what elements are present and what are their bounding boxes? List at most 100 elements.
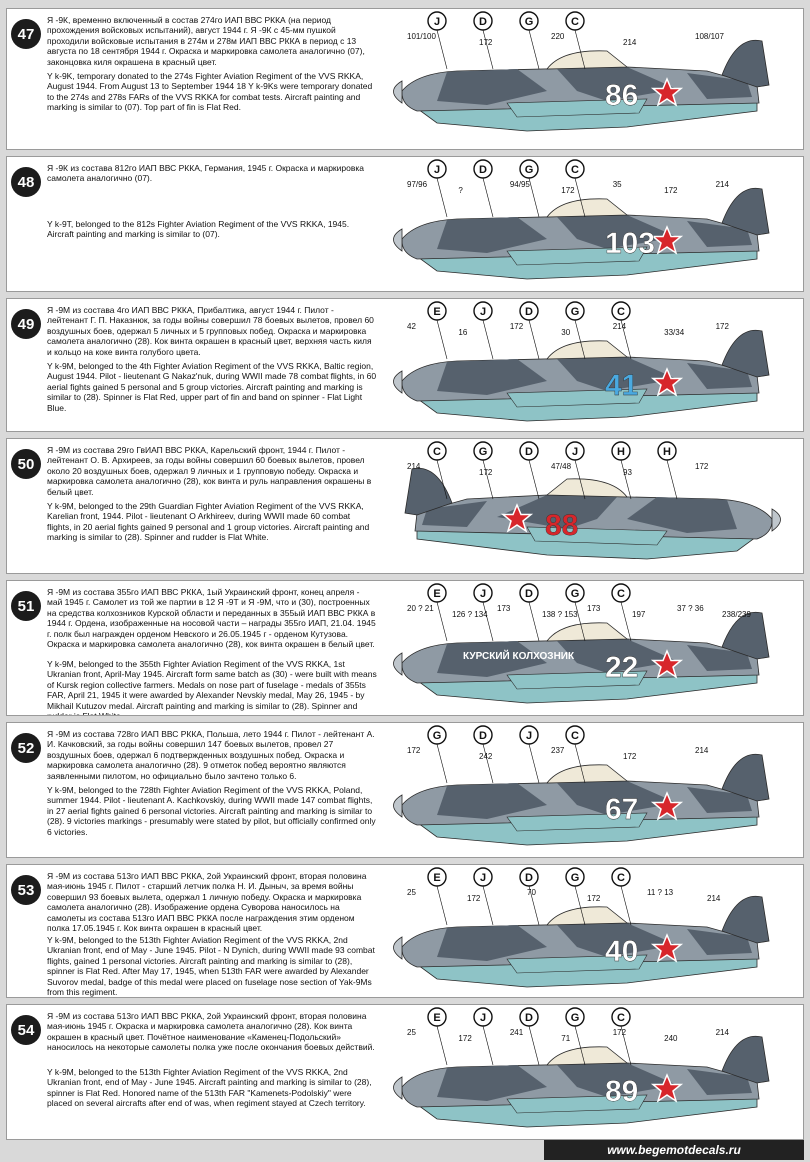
callout-circle: C <box>611 583 632 642</box>
callout-circle: D <box>473 159 494 218</box>
callout-letter: D <box>479 164 487 176</box>
profile-number-badge: 51 <box>11 591 41 621</box>
profile-number-badge: 52 <box>11 733 41 763</box>
description-russian: Я -9М из состава 355го ИАП ВВС РККА, 1ый… <box>47 587 376 650</box>
callout-letter: G <box>525 16 534 28</box>
callout-circle: G <box>519 159 540 218</box>
paint-reference-label: 11 ? 13 <box>647 888 674 897</box>
callout-circle: C <box>565 11 586 70</box>
paint-reference-label: 237 <box>551 746 565 755</box>
paint-reference-label: 214 <box>707 894 721 903</box>
callout-letter: C <box>617 588 625 600</box>
callout-letter: H <box>617 446 625 458</box>
callout-circle: J <box>473 1007 494 1066</box>
fuselage-inscription: КУРСКИЙ КОЛХОЗНИК <box>463 649 575 662</box>
callout-letter: C <box>617 1012 625 1024</box>
callout-circle: J <box>427 11 448 70</box>
callout-letter: E <box>433 1012 440 1024</box>
callout-letter: J <box>572 446 578 458</box>
callout-letter: G <box>525 164 534 176</box>
paint-reference-label: 25 <box>407 1028 416 1037</box>
paint-reference-label: 214 <box>716 180 730 189</box>
paint-reference-label: 35 <box>613 180 622 189</box>
paint-reference-label: 93 <box>623 468 632 477</box>
paint-reference-label: 220 <box>551 32 565 41</box>
tactical-number: 89 <box>605 1075 638 1108</box>
callout-circle: C <box>611 1007 632 1066</box>
paint-reference-label: 214 <box>613 322 627 331</box>
paint-reference-label: 214 <box>695 746 709 755</box>
profile-number-badge: 49 <box>11 309 41 339</box>
callout-letter: H <box>663 446 671 458</box>
callout-circle: G <box>565 301 586 360</box>
callout-letter: C <box>433 446 441 458</box>
paint-reference-label: 172 <box>407 746 421 755</box>
callout-circle: J <box>473 867 494 926</box>
description-english: Y k-9K, temporary donated to the 274s Fi… <box>47 71 373 113</box>
paint-reference-label: 126 ? 134 <box>452 610 488 619</box>
description-english: Y k-9T, belonged to the 812s Fighter Avi… <box>47 219 350 240</box>
paint-reference-label: 172 <box>613 1028 627 1037</box>
callout-circle: C <box>611 301 632 360</box>
description-english: Y k-9M, belonged to the 29th Guardian Fi… <box>47 501 370 543</box>
callout-circle: D <box>519 441 540 500</box>
callout-circle: H <box>657 441 678 500</box>
callout-letter: J <box>480 872 486 884</box>
callout-circle: D <box>473 11 494 70</box>
callout-circle: J <box>519 725 540 784</box>
paint-reference-label: 37 ? 36 <box>677 604 704 613</box>
callout-circle: J <box>473 583 494 642</box>
callout-letter: D <box>479 730 487 742</box>
callout-letter: C <box>571 730 579 742</box>
callout-circle: C <box>565 725 586 784</box>
callout-circle: D <box>519 867 540 926</box>
paint-reference-label: 172 <box>716 322 730 331</box>
callout-letter: C <box>617 872 625 884</box>
tactical-number: 40 <box>605 935 638 968</box>
callout-circle: D <box>519 301 540 360</box>
paint-reference-label: 214 <box>716 1028 730 1037</box>
paint-reference-label: 172 <box>561 186 575 195</box>
callout-letter: J <box>480 306 486 318</box>
tactical-number: 86 <box>605 79 638 112</box>
profile-number-badge: 53 <box>11 875 41 905</box>
callout-letter: E <box>433 588 440 600</box>
profile-number-badge: 54 <box>11 1015 41 1045</box>
callout-circle: C <box>611 867 632 926</box>
callout-circle: D <box>473 725 494 784</box>
callout-circle: E <box>427 867 448 926</box>
callout-letter: G <box>571 306 580 318</box>
website-footer[interactable]: www.begemotdecals.ru <box>544 1140 804 1160</box>
paint-reference-label: 108/107 <box>695 32 724 41</box>
description-english: Y k-9M, belonged to the 4th Fighter Avia… <box>47 361 377 413</box>
tactical-number: 67 <box>605 793 638 826</box>
callout-circle: D <box>519 583 540 642</box>
callout-circle: G <box>427 725 448 784</box>
description-russian: Я -9М из состава 4го ИАП ВВС РККА, Приба… <box>47 305 374 357</box>
paint-reference-label: ? <box>458 186 463 195</box>
tactical-number: 41 <box>605 369 638 402</box>
paint-reference-label: 172 <box>479 468 493 477</box>
paint-reference-label: 242 <box>479 752 493 761</box>
callout-letter: J <box>434 164 440 176</box>
paint-reference-label: 94/95 <box>510 180 531 189</box>
tactical-number: 103 <box>605 227 655 260</box>
description-russian: Я -9М из состава 513го ИАП ВВС РККА, 2ой… <box>47 871 367 934</box>
tactical-number: 88 <box>545 509 578 542</box>
paint-reference-label: 25 <box>407 888 416 897</box>
paint-reference-label: 33/34 <box>664 328 685 337</box>
